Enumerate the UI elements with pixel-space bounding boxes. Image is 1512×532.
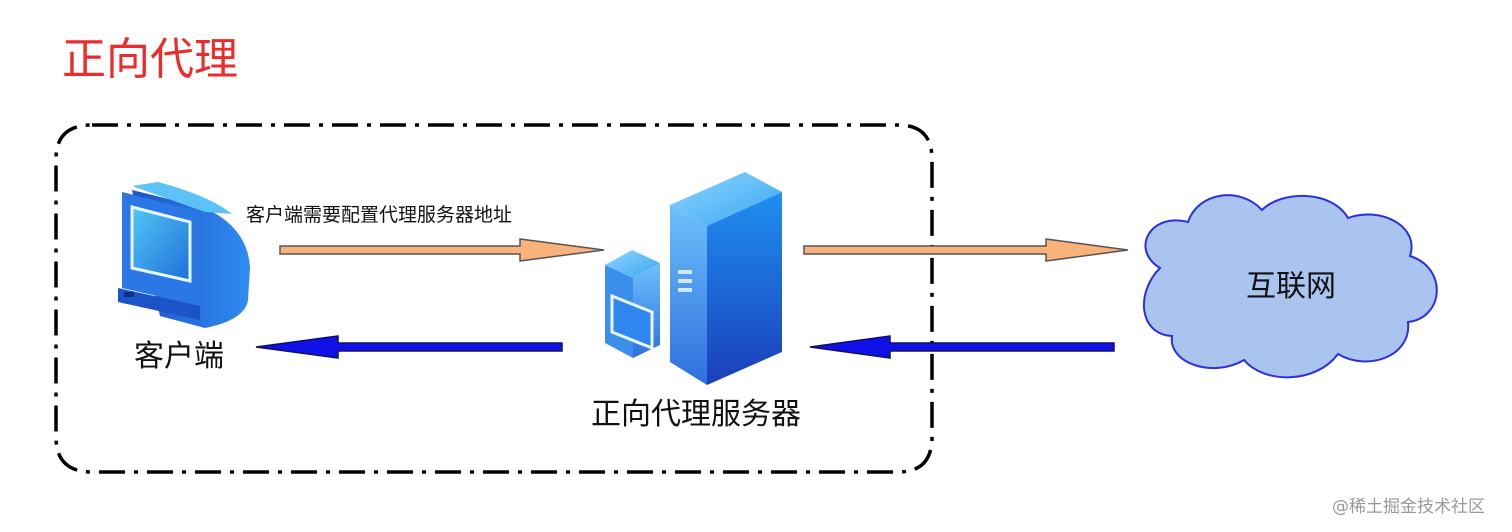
client-label: 客户端: [134, 339, 224, 374]
request-arrow-label: 客户端需要配置代理服务器地址: [246, 204, 513, 226]
cloud-icon: [1142, 194, 1438, 379]
request-arrow-proxy-to-internet: [803, 238, 1129, 262]
proxy-boundary: [54, 123, 934, 474]
diagram-title: 正向代理: [62, 34, 238, 85]
internet-label: 互联网: [1246, 269, 1336, 304]
request-arrow-client-to-proxy: [279, 238, 605, 262]
desktop-computer-icon: [118, 182, 250, 328]
proxy-server-label: 正向代理服务器: [591, 397, 801, 432]
response-arrow-proxy-to-client: [255, 335, 563, 359]
response-arrow-internet-to-proxy: [809, 335, 1115, 359]
watermark: @稀土掘金技术社区: [1332, 497, 1485, 517]
server-tower-icon: [605, 172, 782, 385]
